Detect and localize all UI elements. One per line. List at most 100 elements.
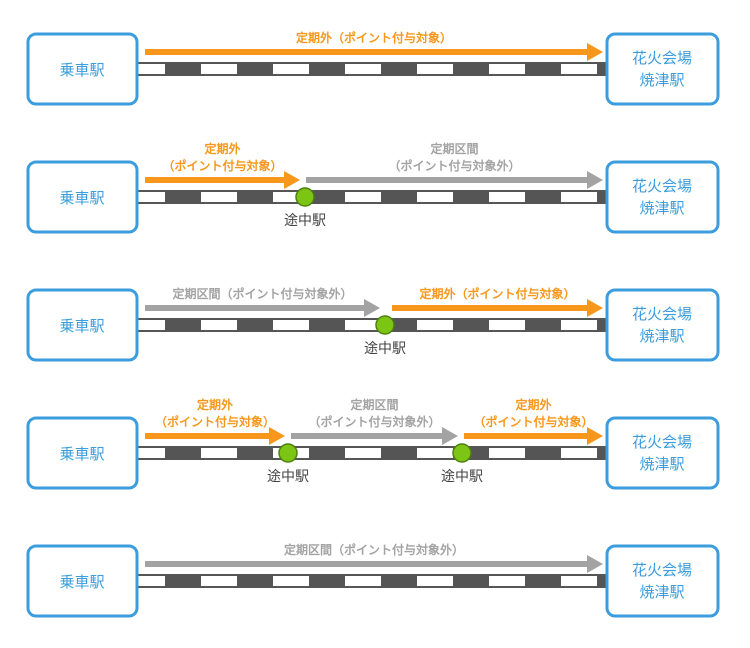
destination-station-label: 焼津駅 (639, 455, 684, 473)
track-segment (525, 320, 561, 330)
destination-station-label: 花火会場 (632, 561, 692, 579)
outside-label: （ポイント付与対象） (155, 414, 275, 429)
track-segment (237, 448, 273, 458)
arrowhead-icon (284, 171, 300, 189)
origin-station-box (26, 160, 139, 234)
inside-arrow (306, 177, 589, 183)
arrowhead-icon (587, 171, 603, 189)
inside-label: 定期区間（ポイント付与対象外） (172, 286, 352, 301)
inside-arrow (145, 305, 366, 311)
track-segment (165, 192, 201, 202)
arrowhead-icon (364, 299, 380, 317)
track-segment (525, 576, 561, 586)
track-segment (237, 192, 273, 202)
destination-station-label: 花火会場 (632, 49, 692, 67)
outside-label: 定期外（ポイント付与対象） (296, 30, 452, 45)
destination-station-box (605, 416, 720, 490)
arrowhead-icon (587, 43, 603, 61)
track-segment (309, 448, 345, 458)
arrowhead-icon (587, 427, 603, 445)
origin-station-label: 乗車駅 (59, 573, 104, 591)
inside-arrow (145, 561, 589, 567)
origin-station-label: 乗車駅 (59, 189, 104, 207)
origin-station-label: 乗車駅 (59, 445, 104, 463)
destination-station-label: 花火会場 (632, 305, 692, 323)
outside-label: 定期外 (204, 141, 240, 156)
track-segment (237, 320, 273, 330)
inside-label: （ポイント付与対象外） (308, 414, 440, 429)
origin-station-box (26, 416, 139, 490)
destination-station-box (605, 544, 720, 618)
destination-station-label: 焼津駅 (639, 71, 684, 89)
track-segment (381, 192, 417, 202)
track-segment (165, 576, 201, 586)
track-segment (381, 448, 417, 458)
intermediate-station-label: 途中駅 (284, 212, 326, 229)
track-segment (453, 576, 489, 586)
inside-label: 定期区間 (350, 397, 398, 412)
track-segment (165, 64, 201, 74)
outside-arrow (145, 177, 286, 183)
destination-station-box (605, 160, 720, 234)
track-segment (525, 192, 561, 202)
track-segment (309, 320, 345, 330)
arrowhead-icon (587, 299, 603, 317)
intermediate-station-marker (452, 443, 472, 463)
outside-arrow (464, 433, 589, 439)
track-segment (525, 64, 561, 74)
inside-label: 定期区間 (430, 141, 478, 156)
origin-station-label: 乗車駅 (59, 317, 104, 335)
track-segment (309, 192, 345, 202)
inside-label: 定期区間（ポイント付与対象外） (284, 542, 464, 557)
inside-label: （ポイント付与対象外） (388, 158, 520, 173)
intermediate-station-marker (375, 315, 395, 335)
inside-arrow (291, 433, 444, 439)
outside-label: 定期外 (515, 397, 551, 412)
track-segment (381, 320, 417, 330)
outside-label: （ポイント付与対象） (473, 414, 593, 429)
outside-arrow (392, 305, 589, 311)
track-segment (453, 192, 489, 202)
origin-station-box (26, 544, 139, 618)
destination-station-box (605, 288, 720, 362)
track-segment (381, 64, 417, 74)
track-segment (381, 576, 417, 586)
track-segment (237, 64, 273, 74)
track-segment (165, 448, 201, 458)
outside-label: 定期外 (197, 397, 233, 412)
track-segment (237, 576, 273, 586)
track-segment (309, 64, 345, 74)
origin-station-box (26, 32, 139, 106)
arrowhead-icon (587, 555, 603, 573)
destination-station-label: 焼津駅 (639, 327, 684, 345)
intermediate-station-label: 途中駅 (364, 340, 406, 357)
outside-arrow (145, 433, 271, 439)
outside-label: （ポイント付与対象） (162, 158, 282, 173)
intermediate-station-label: 途中駅 (267, 468, 309, 485)
arrowhead-icon (269, 427, 285, 445)
destination-station-box (605, 32, 720, 106)
origin-station-label: 乗車駅 (59, 61, 104, 79)
intermediate-station-marker (295, 187, 315, 207)
intermediate-station-label: 途中駅 (441, 468, 483, 485)
destination-station-label: 花火会場 (632, 177, 692, 195)
track-segment (309, 576, 345, 586)
track-segment (453, 320, 489, 330)
origin-station-box (26, 288, 139, 362)
intermediate-station-marker (278, 443, 298, 463)
outside-arrow (145, 49, 589, 55)
track-segment (165, 320, 201, 330)
destination-station-label: 焼津駅 (639, 583, 684, 601)
track-segment (525, 448, 561, 458)
outside-label: 定期外（ポイント付与対象） (419, 286, 575, 301)
track-segment (453, 64, 489, 74)
destination-station-label: 花火会場 (632, 433, 692, 451)
destination-station-label: 焼津駅 (639, 199, 684, 217)
